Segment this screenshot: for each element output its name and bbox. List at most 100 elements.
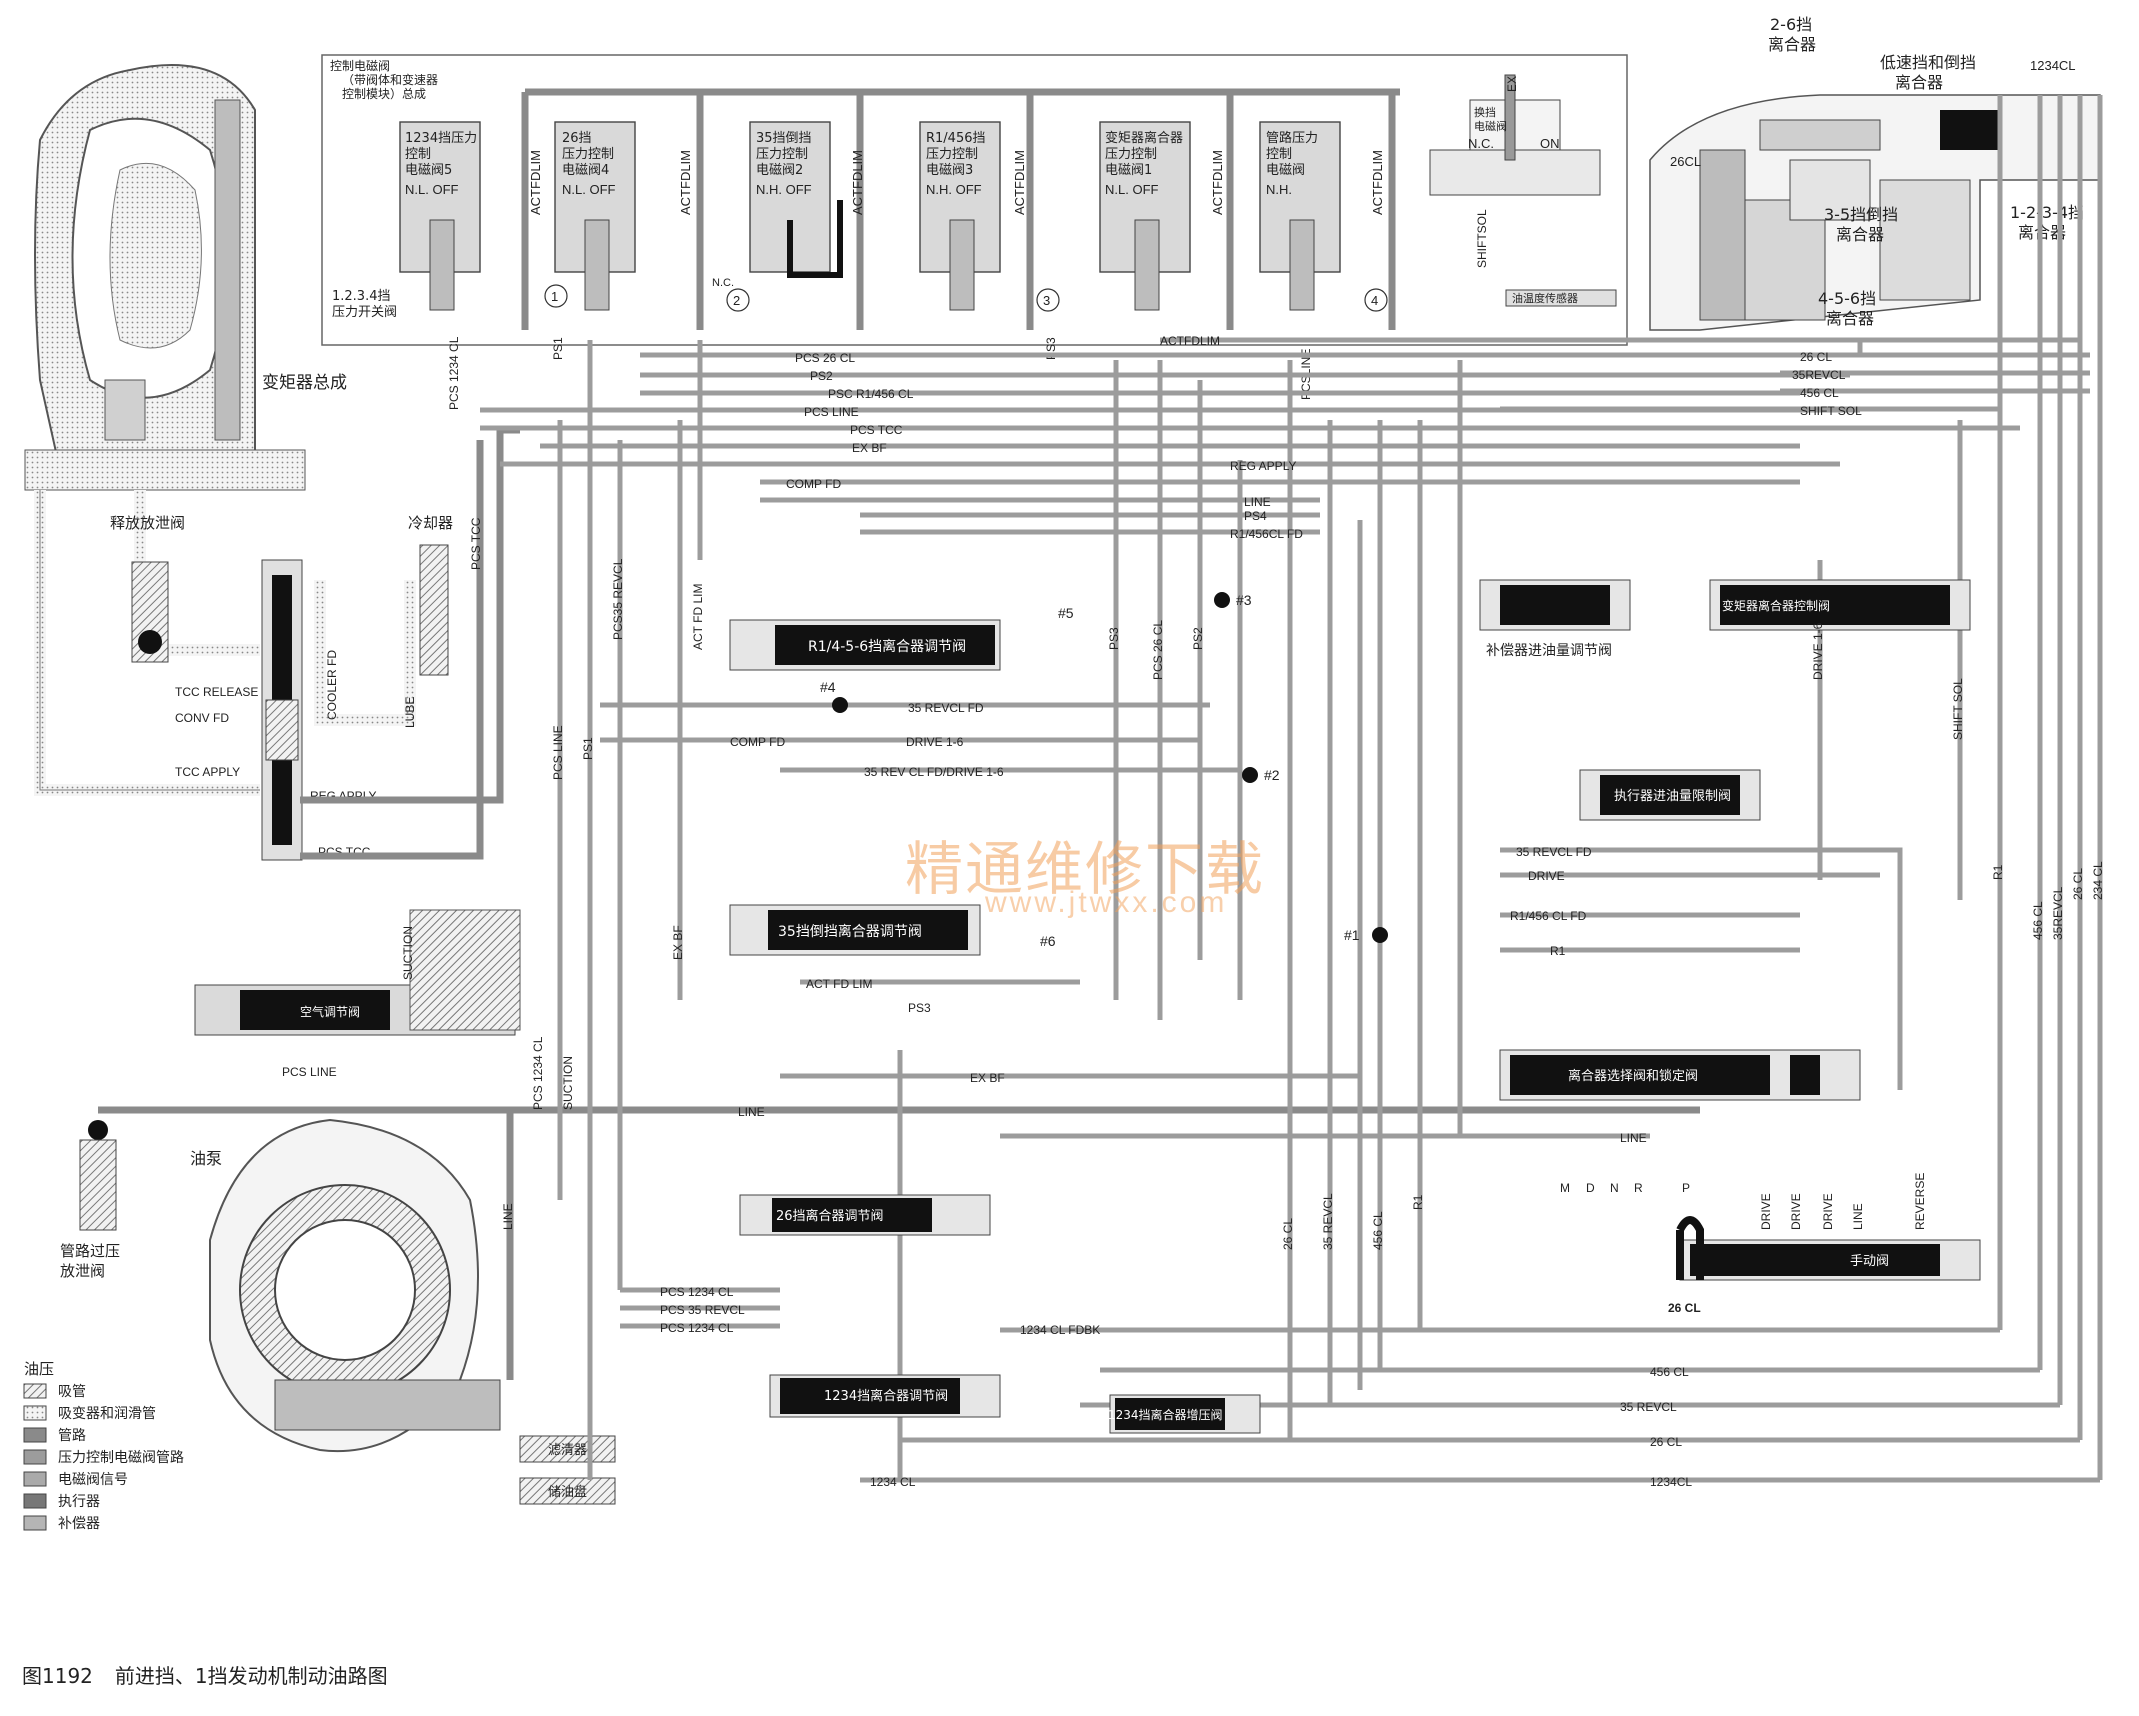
vlbl-35revcl-right: 35REVCL [2051,886,2065,940]
solenoid-assembly-title-1: 控制电磁阀 [330,58,390,73]
torque-converter: 变矩器总成 [24,64,347,491]
lbl-r1456-right: R1/456 CL FD [1510,909,1587,923]
conv-lube-outline [39,490,260,791]
lbl-comp-fd: COMP FD [786,477,841,491]
manual-port-4: LINE [1851,1203,1865,1230]
lbl-26cl: 26 CL [1800,350,1832,364]
lbl-drive16: DRIVE 1-6 [906,735,964,749]
tcc-regulator-valve: TCC RELEASE CONV FD TCC APPLY REG APPLY … [175,559,417,861]
sol5-side-label: ACTFDLIM [1210,150,1225,215]
ball-5-label: #5 [1058,605,1074,621]
vlbl-line: LINE [501,1203,515,1230]
sump-label: 储油盘 [548,1484,587,1500]
lbl-act-fd-lim: ACT FD LIM [806,977,872,991]
solenoid-line: 管路压力 控制 电磁阀 N.H. ACTFDLIM PCSLINE [1259,121,1385,400]
sol3-state: N.H. OFF [756,182,812,197]
lbl-pcs-tcc: PCS TCC [850,423,903,437]
vlbl-pcs-tcc: PCS TCC [469,517,483,570]
lbl-line: LINE [1244,495,1271,509]
clutch-1234-label-1: 1-2-3-4挡 [2010,203,2084,222]
air-regulator-valve: 空气调节阀 PCS LINE SUCTION PCS LINE [194,909,521,1079]
manual-valve: 手动阀 M D N R P 26 CL DRIVE DRIVE DRIVE LI… [1560,1173,1981,1315]
vlbl-pcs35revcl: PCS35 REVCL [611,558,625,640]
lbl-drive-right: DRIVE [1528,869,1565,883]
oil-pump: 油泵 [190,1118,501,1453]
sol5-state: N.L. OFF [1105,182,1159,197]
vlbl-35revcl: 35 REVCL [1321,1193,1335,1250]
pipe-35revcl-fd-right [1500,847,1903,1090]
figure-number: 图1192 [22,1664,93,1688]
sol2-line1: 26挡 [562,131,592,146]
pcs-tcc-pipe [300,440,484,860]
node-2-label: 2 [733,293,740,308]
valve-1234reg-label: 1234挡离合器调节阀 [824,1388,948,1404]
lbl-456cl: 456 CL [1800,386,1839,400]
sol1-line3: 电磁阀5 [405,163,452,178]
vlbl-234cl-right: 234 CL [2091,861,2105,900]
cooler: 冷却器 [408,514,453,676]
node-1-label: 1 [551,289,558,304]
lbl-line-bottom: LINE [1620,1131,1647,1145]
solenoid-r1456: R1/456挡 压力控制 电磁阀3 N.H. OFF ACTFDLIM PS3 [919,121,1058,360]
lbl-pcs35revcl: PCS 35 REVCL [660,1303,745,1317]
manual-valve-cl: 26 CL [1668,1301,1701,1315]
clutch-lowrev-label-1: 低速挡和倒挡 [1880,53,1976,72]
ball-2-label: #2 [1264,767,1280,783]
lbl-reg-apply: REG APPLY [1230,459,1296,473]
valve-1234boost: 1234挡离合器增压阀 [1108,1394,1261,1434]
node-3-label: 3 [1043,293,1050,308]
shift-sol-on: ON [1540,136,1560,151]
cooler-fd-label: COOLER FD [325,650,339,720]
lbl-line-main: LINE [738,1105,765,1119]
sol4-side-label: ACTFDLIM [1012,150,1027,215]
manual-pos-p: P [1682,1181,1690,1195]
legend-item-7: 补偿器 [58,1516,100,1532]
manual-pos-d: D [1586,1181,1595,1195]
legend-item-5: 电磁阀信号 [58,1472,128,1488]
sol6-state: N.H. [1266,182,1292,197]
valve-1234boost-label: 1234挡离合器增压阀 [1108,1407,1223,1422]
valve-35rev-label: 35挡倒挡离合器调节阀 [778,923,922,940]
vlbl-pcs1234cl: PCS 1234 CL [531,1036,545,1110]
pump-label: 油泵 [190,1149,222,1168]
pressure-switch-label-1: 1.2.3.4挡 [332,289,390,304]
ball-3-label: #3 [1236,592,1252,608]
lbl-456cl-bottom: 456 CL [1650,1365,1689,1379]
sol1-state: N.L. OFF [405,182,459,197]
valve-comp: 补偿器进油量调节阀 [1479,579,1631,659]
circuit-pipes [480,95,2103,1483]
sol3-line1: 35挡倒挡 [756,131,812,146]
valve-select: 离合器选择阀和锁定阀 [1499,1049,1861,1101]
filter-label: 滤清器 [548,1443,587,1458]
valve-26reg-label: 26挡离合器调节阀 [776,1208,884,1224]
manual-port-3: DRIVE [1821,1193,1835,1230]
vlbl-shift-sol-right: SHIFT SOL [1951,678,1965,740]
sol5-line3: 电磁阀1 [1105,163,1152,178]
manual-pos-r: R [1634,1181,1643,1195]
tcc-release-label: TCC RELEASE [175,685,258,699]
sol1-line2: 控制 [405,147,431,162]
lbl-r1-right: R1 [1550,944,1566,958]
solenoid-tcc: 变矩器离合器 压力控制 电磁阀1 N.L. OFF ACTFDLIM [1099,121,1225,311]
line-relief-label-2: 放泄阀 [60,1262,105,1280]
solenoid-assembly-frame [321,54,1628,346]
air-valve-label: 空气调节阀 [300,1004,360,1019]
valve-comp-label: 补偿器进油量调节阀 [1486,643,1612,659]
lbl-35revcl: 35REVCL [1792,368,1846,382]
lbl-comp-fd-2: COMP FD [730,735,785,749]
lbl-ex-bf: EX BF [852,441,887,455]
lbl-pcs1234: PCS 1234 CL [660,1285,734,1299]
sol4-state: N.H. OFF [926,182,982,197]
clutch-35-label-2: 离合器 [1836,225,1884,244]
lbl-1234cl-bottom-right: 1234CL [1650,1475,1692,1489]
lube-label: LUBE [403,697,417,728]
sol3-line2: 压力控制 [756,147,808,162]
valve-35rev: 35挡倒挡离合器调节阀 #6 [729,904,1056,956]
manual-pos-m: M [1560,1181,1570,1195]
vlbl-pcs-line: PCS LINE [551,725,565,780]
tcc-apply-label: TCC APPLY [175,765,240,779]
temp-sensor-label: 油温度传感器 [1512,291,1578,305]
clutch-26-label-1: 2-6挡 [1770,15,1812,34]
sol6-line2: 控制 [1266,147,1292,162]
sol3-port-label: N.C. [712,277,734,289]
